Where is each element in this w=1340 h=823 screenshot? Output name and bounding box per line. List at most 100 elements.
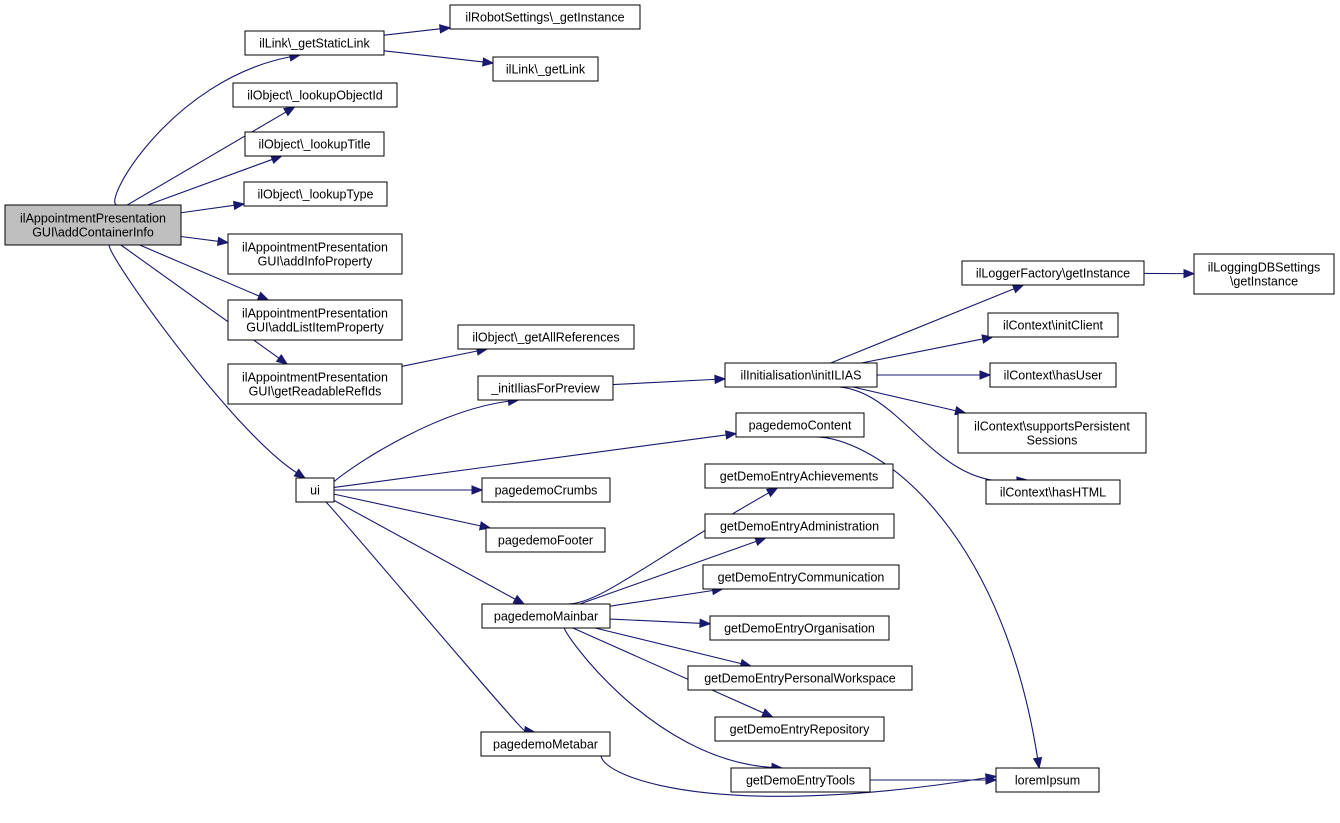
node-addInfoProperty[interactable]: ilAppointmentPresentationGUI\addInfoProp… <box>227 233 403 275</box>
node-box-lookupObjectId <box>232 82 398 108</box>
node-personalWorkspace[interactable]: getDemoEntryPersonalWorkspace <box>687 665 913 691</box>
node-pagedemoMetabar[interactable]: pagedemoMetabar <box>480 731 611 757</box>
edge-pagedemoContent-to-loremIpsum <box>808 436 1039 759</box>
node-initClient[interactable]: ilContext\initClient <box>987 312 1119 338</box>
node-box-getStaticLink <box>244 30 385 56</box>
node-label-initIliasForPreview-0: _initIliasForPreview <box>490 382 600 396</box>
node-administration[interactable]: getDemoEntryAdministration <box>704 513 895 539</box>
node-box-initILIAS <box>724 362 878 388</box>
node-label-pagedemoContent-0: pagedemoContent <box>749 419 852 433</box>
node-pagedemoContent[interactable]: pagedemoContent <box>735 412 865 438</box>
arrowhead-ui-to-pagedemoCrumbs <box>471 485 484 495</box>
arrowhead-ui-to-pagedemoContent <box>724 430 738 440</box>
node-label-administration-0: getDemoEntryAdministration <box>720 520 879 534</box>
node-label-tools-0: getDemoEntryTools <box>746 774 855 788</box>
node-lookupObjectId[interactable]: ilObject\_lookupObjectId <box>232 82 398 108</box>
node-loremIpsum[interactable]: loremIpsum <box>995 767 1100 793</box>
node-lookupType[interactable]: ilObject\_lookupType <box>243 181 388 207</box>
node-layer: ilAppointmentPresentation GUI\addContaine… <box>4 4 1335 793</box>
node-label-pagedemoMainbar-0: pagedemoMainbar <box>494 610 598 624</box>
node-organisation[interactable]: getDemoEntryOrganisation <box>709 615 890 641</box>
node-label-getLink-0: ilLink\_getLink <box>506 63 586 77</box>
node-box-getReadableRefIds <box>227 363 403 405</box>
edge-root-to-addInfoProperty <box>180 235 219 242</box>
edge-initILIAS-to-hasHTML <box>826 386 1018 482</box>
node-label-pagedemoFooter-0: pagedemoFooter <box>498 534 593 548</box>
node-communication[interactable]: getDemoEntryCommunication <box>702 564 900 590</box>
node-getAllReferences[interactable]: ilObject\_getAllReferences <box>457 324 635 350</box>
edge-root-to-ui <box>108 244 297 474</box>
node-box-pagedemoContent <box>735 412 865 438</box>
node-initILIAS[interactable]: ilInitialisation\initILIAS <box>724 362 878 388</box>
node-label-ui-0: ui <box>310 484 320 498</box>
node-label-loremIpsum-0: loremIpsum <box>1015 774 1080 788</box>
node-loggingDB[interactable]: ilLoggingDBSettings\getInstance <box>1193 253 1335 295</box>
node-label-addListItemProperty-1: GUI\addListItemProperty <box>246 321 384 335</box>
node-label-root-1: GUI\addContainerInfo <box>32 226 154 240</box>
node-getLink[interactable]: ilLink\_getLink <box>492 56 599 82</box>
node-repository[interactable]: getDemoEntryRepository <box>714 716 885 742</box>
edge-ui-to-pagedemoMetabar <box>325 501 526 732</box>
node-label-initILIAS-0: ilInitialisation\initILIAS <box>741 369 862 383</box>
node-achievements[interactable]: getDemoEntryAchievements <box>704 463 894 489</box>
node-ui[interactable]: ui <box>295 477 335 503</box>
edge-pagedemoMainbar-to-tools <box>564 627 772 768</box>
arrowhead-initILIAS-to-hasUser <box>979 370 992 380</box>
node-hasHTML[interactable]: ilContext\hasHTML <box>985 479 1121 505</box>
node-box-addListItemProperty <box>227 299 403 341</box>
edge-pagedemoMainbar-to-administration <box>579 540 757 605</box>
node-box-pagedemoMetabar <box>480 731 611 757</box>
arrowhead-initIliasForPreview-to-initILIAS <box>714 374 727 385</box>
arrowhead-initILIAS-to-loggerGetInstance <box>1011 284 1025 294</box>
node-root[interactable]: ilAppointmentPresentationGUI\addContaine… <box>4 204 182 246</box>
node-box-pagedemoMainbar <box>481 603 611 629</box>
node-pagedemoFooter[interactable]: pagedemoFooter <box>485 527 606 553</box>
edge-pagedemoMainbar-to-organisation <box>609 618 701 624</box>
node-lookupTitle[interactable]: ilObject\_lookupTitle <box>244 131 385 157</box>
node-box-hasUser <box>989 362 1117 388</box>
node-label-organisation-0: getDemoEntryOrganisation <box>724 622 875 636</box>
node-getStaticLink[interactable]: ilLink\_getStaticLink <box>244 30 385 56</box>
node-initIliasForPreview[interactable]: _initIliasForPreview <box>477 375 614 401</box>
node-label-addInfoProperty-0: ilAppointmentPresentation <box>242 241 388 255</box>
node-box-loggingDB <box>1193 253 1335 295</box>
node-label-hasHTML-0: ilContext\hasHTML <box>1000 486 1106 500</box>
node-label-loggerGetInstance-0: ilLoggerFactory\getInstance <box>976 267 1130 281</box>
node-label-loggingDB-0: ilLoggingDBSettings <box>1208 261 1321 275</box>
node-pagedemoCrumbs[interactable]: pagedemoCrumbs <box>481 477 611 503</box>
arrowhead-pagedemoMainbar-to-administration <box>754 537 767 546</box>
arrowhead-getStaticLink-to-robotGetInstance <box>439 24 452 34</box>
node-box-ui <box>295 477 335 503</box>
node-label-addListItemProperty-0: ilAppointmentPresentation <box>242 307 388 321</box>
node-label-communication-0: getDemoEntryCommunication <box>718 571 885 585</box>
node-box-hasHTML <box>985 479 1121 505</box>
node-robotGetInstance[interactable]: ilRobotSettings\_getInstance <box>449 4 641 30</box>
node-addListItemProperty[interactable]: ilAppointmentPresentationGUI\addListItem… <box>227 299 403 341</box>
node-tools[interactable]: getDemoEntryTools <box>730 767 871 793</box>
edge-root-to-lookupType <box>180 204 235 214</box>
node-hasUser[interactable]: ilContext\hasUser <box>989 362 1117 388</box>
node-box-robotGetInstance <box>449 4 641 30</box>
edge-initIliasForPreview-to-initILIAS <box>612 378 716 386</box>
arrowhead-root-to-addListItemProperty <box>256 291 270 301</box>
node-label-initClient-0: ilContext\initClient <box>1003 319 1104 333</box>
node-box-getAllReferences <box>457 324 635 350</box>
node-label-addInfoProperty-1: GUI\addInfoProperty <box>258 255 373 269</box>
edge-initILIAS-to-initClient <box>861 338 983 364</box>
arrowhead-root-to-getReadableRefIds <box>275 354 289 365</box>
node-box-achievements <box>704 463 894 489</box>
node-box-lookupType <box>243 181 388 207</box>
node-box-loggerGetInstance <box>961 260 1145 286</box>
node-pagedemoMainbar[interactable]: pagedemoMainbar <box>481 603 611 629</box>
node-loggerGetInstance[interactable]: ilLoggerFactory\getInstance <box>961 260 1145 286</box>
edge-initILIAS-to-supportsPersistent <box>852 386 956 412</box>
arrowhead-tools-to-loremIpsum <box>985 775 998 785</box>
node-box-personalWorkspace <box>687 665 913 691</box>
node-box-loremIpsum <box>995 767 1100 793</box>
node-getReadableRefIds[interactable]: ilAppointmentPresentationGUI\getReadable… <box>227 363 403 405</box>
node-box-initIliasForPreview <box>477 375 614 401</box>
node-label-getReadableRefIds-0: ilAppointmentPresentation <box>242 371 388 385</box>
edge-getReadableRefIds-to-getAllReferences <box>401 350 478 367</box>
